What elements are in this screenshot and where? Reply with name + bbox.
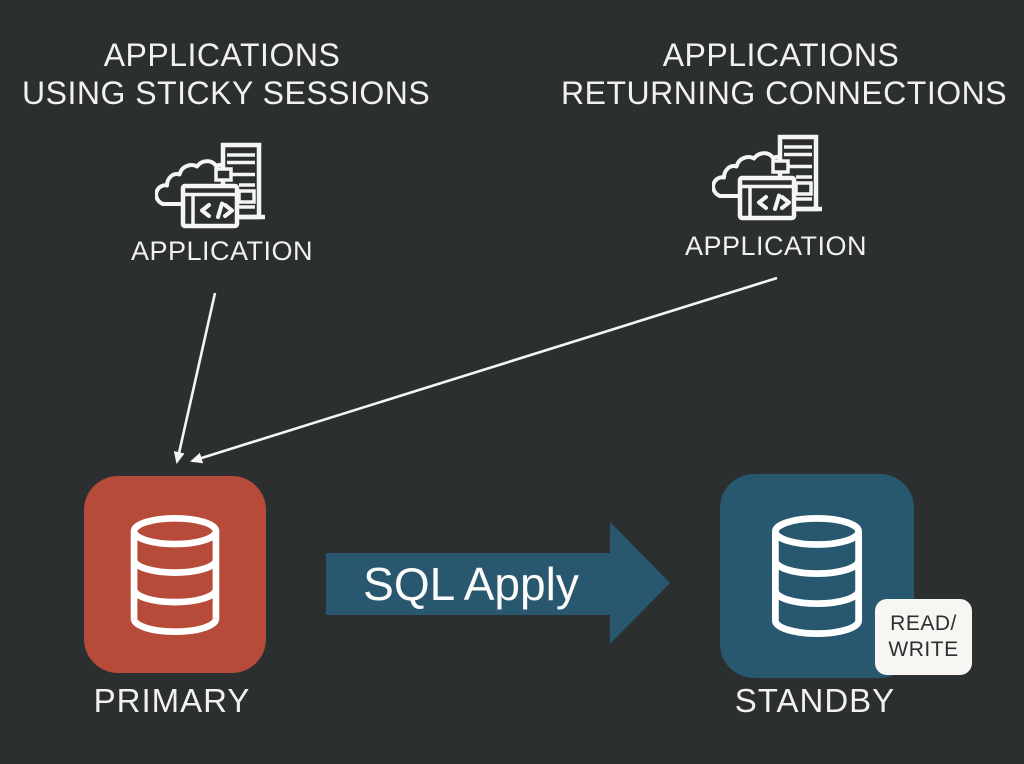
- application-label-left: APPLICATION: [130, 236, 314, 266]
- application-label-right: APPLICATION: [684, 231, 868, 261]
- read-write-badge: READ/ WRITE: [875, 599, 972, 675]
- title-right-line1: APPLICATIONS: [662, 37, 900, 73]
- standby-label: STANDBY: [734, 682, 896, 719]
- title-left: APPLICATIONS USING STICKY SESSIONS: [22, 36, 431, 112]
- title-right: APPLICATIONS RETURNING CONNECTIONS: [561, 36, 1008, 112]
- read-write-badge-line1: READ/: [890, 612, 957, 635]
- read-write-badge-line2: WRITE: [888, 638, 959, 661]
- primary-label: PRIMARY: [93, 682, 251, 719]
- cloud-server-code-icon: [155, 142, 265, 229]
- database-cylinder-icon: [771, 515, 863, 637]
- primary-database-box: [84, 476, 266, 673]
- sql-apply-label: SQL Apply: [363, 558, 579, 610]
- database-cylinder-icon: [130, 514, 220, 635]
- title-left-line2: USING STICKY SESSIONS: [22, 75, 431, 111]
- title-left-line1: APPLICATIONS: [103, 37, 341, 73]
- cloud-server-code-icon: [712, 134, 822, 221]
- title-right-line2: RETURNING CONNECTIONS: [561, 75, 1008, 111]
